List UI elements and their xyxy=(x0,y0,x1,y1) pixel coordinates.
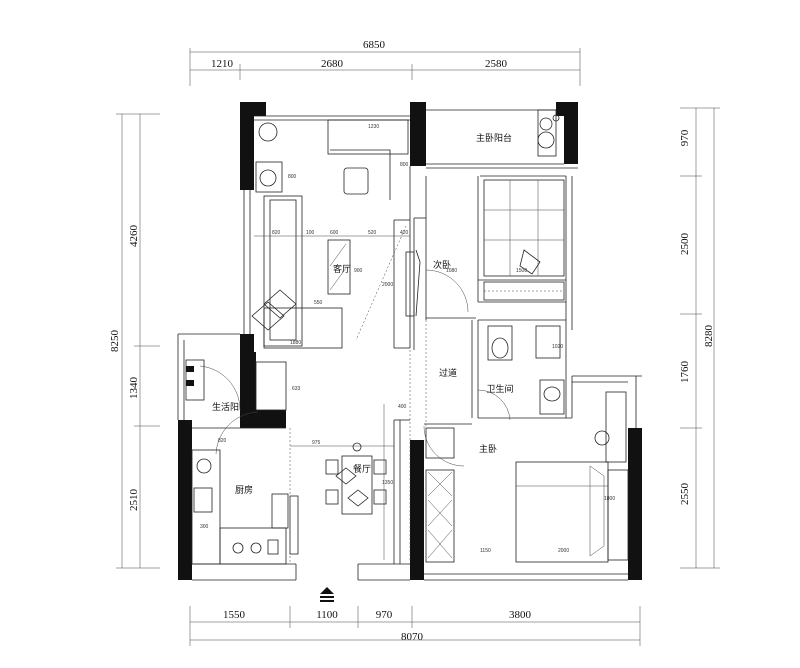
dim-label: 1230 xyxy=(368,124,379,130)
dim-label: 550 xyxy=(314,300,323,306)
tv-icon xyxy=(405,251,415,317)
lamp-icon xyxy=(594,430,610,446)
armchair-icon xyxy=(343,167,369,195)
master-bedroom-furniture xyxy=(423,391,629,563)
small-dimension-labels: 1230 800 800 820 100 600 520 420 900 200… xyxy=(200,124,615,554)
right-seg2-dim: 2500 xyxy=(679,233,691,256)
toilet-icon xyxy=(491,337,509,359)
room-label-master-bedroom: 主卧 xyxy=(479,443,497,455)
master-wardrobe-icon xyxy=(425,469,455,563)
dim-label: 520 xyxy=(368,230,377,236)
bottom-seg4-dim: 3800 xyxy=(509,609,532,621)
bottom-total-dim: 8070 xyxy=(401,631,424,643)
dim-label: 1500 xyxy=(516,268,527,274)
plant-icon xyxy=(258,122,278,142)
plant-icon xyxy=(259,169,277,187)
top-seg3-dim: 2580 xyxy=(485,58,508,70)
dim-label: 800 xyxy=(400,162,409,168)
dim-label: 100 xyxy=(306,230,315,236)
room-labels: 客厅 次卧 主卧阳台 过道 卫生间 生活阳台 厨房 餐厅 主卧 xyxy=(212,132,514,496)
dim-label: 600 xyxy=(330,230,339,236)
dining-table-icon xyxy=(341,455,373,515)
dim-label: 420 xyxy=(400,230,409,236)
top-seg1-dim: 1210 xyxy=(211,58,234,70)
dim-label: 2000 xyxy=(382,282,393,288)
dim-label: 1800 xyxy=(604,496,615,502)
room-label-bathroom: 卫生间 xyxy=(486,383,513,395)
room-label-second-bedroom: 次卧 xyxy=(433,259,451,271)
dim-label: 1880 xyxy=(290,340,301,346)
dining-furniture xyxy=(289,442,387,555)
room-label-corridor: 过道 xyxy=(439,367,457,379)
bottom-dimension-group: 1550 1100 970 3800 8070 xyxy=(189,606,641,646)
dim-label: 2000 xyxy=(558,548,569,554)
dim-label: 633 xyxy=(292,386,301,392)
dim-label: 400 xyxy=(398,404,407,410)
kitchen-fixtures xyxy=(185,359,289,565)
dim-label: 1080 xyxy=(446,268,457,274)
room-label-dining: 餐厅 xyxy=(353,463,371,475)
left-seg3-dim: 2510 xyxy=(128,489,140,512)
dim-label: 800 xyxy=(288,174,297,180)
room-label-service-balcony: 生活阳台 xyxy=(212,401,248,413)
bed-icon xyxy=(483,179,565,277)
right-seg3-dim: 1760 xyxy=(679,361,691,384)
dim-label: 975 xyxy=(312,440,321,446)
top-dimension-group: 6850 1210 2680 2580 xyxy=(189,39,581,86)
dim-label: 820 xyxy=(218,438,227,444)
dim-label: 1150 xyxy=(480,548,491,554)
corridor-lines xyxy=(289,320,427,564)
right-seg4-dim: 2550 xyxy=(679,483,691,506)
bottom-seg3-dim: 970 xyxy=(376,609,393,621)
outline-walls xyxy=(177,109,642,581)
bottom-seg2-dim: 1100 xyxy=(316,609,338,621)
left-dimension-group: 8250 4260 1340 2510 xyxy=(109,113,160,569)
right-dimension-group: 970 2500 1760 2550 8280 xyxy=(679,107,720,569)
walls xyxy=(178,102,642,580)
right-total-dim: 8280 xyxy=(703,325,715,348)
dim-label: 820 xyxy=(272,230,281,236)
dim-label: 1350 xyxy=(382,480,393,486)
dim-label: 300 xyxy=(200,524,209,530)
living-room-furniture xyxy=(251,119,421,560)
dim-label: 900 xyxy=(354,268,363,274)
master-bed-icon xyxy=(515,461,609,563)
sink-icon xyxy=(539,379,565,415)
master-balcony-fixtures xyxy=(537,109,560,157)
coffee-table-icon xyxy=(327,239,351,295)
dim-label: 1020 xyxy=(552,344,563,350)
washer-icon xyxy=(196,458,212,474)
sofa-icon xyxy=(263,195,303,347)
second-bedroom-furniture xyxy=(425,179,565,313)
stove-burner-icon xyxy=(250,542,262,554)
right-seg1-dim: 970 xyxy=(679,129,691,146)
top-total-dim: 6850 xyxy=(363,39,386,51)
left-total-dim: 8250 xyxy=(109,330,121,353)
left-seg2-dim: 1340 xyxy=(128,377,140,400)
bottom-seg1-dim: 1550 xyxy=(223,609,246,621)
bathroom-fixtures xyxy=(477,325,565,421)
room-label-master-balcony: 主卧阳台 xyxy=(476,132,512,144)
room-label-living: 客厅 xyxy=(333,263,351,275)
entrance-arrow-icon xyxy=(320,587,334,602)
stove-burner-icon xyxy=(232,542,244,554)
sink-icon xyxy=(193,487,213,513)
left-seg1-dim: 4260 xyxy=(128,225,140,248)
room-label-kitchen: 厨房 xyxy=(235,484,253,496)
top-seg2-dim: 2680 xyxy=(321,58,344,70)
